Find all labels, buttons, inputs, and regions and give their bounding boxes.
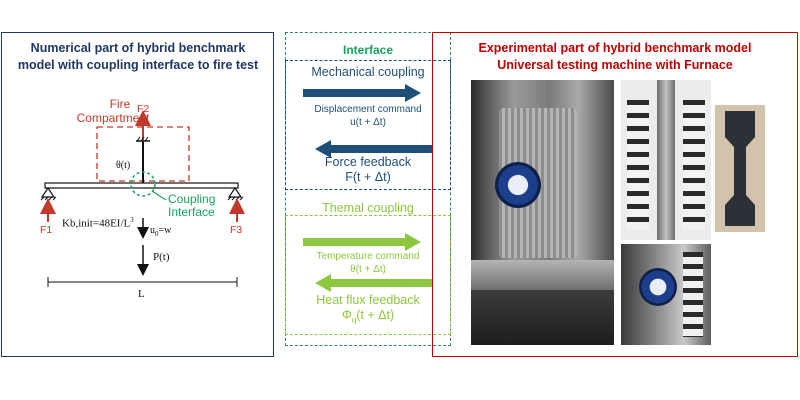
furnace-right-wall xyxy=(683,100,705,230)
side-furnace-wall xyxy=(683,252,703,337)
coupling-interface-leader xyxy=(151,190,167,201)
heat-flux-text: Heat flux feedback xyxy=(316,293,420,307)
furnace-specimen-grip xyxy=(657,80,675,240)
left-support xyxy=(40,186,56,198)
numerical-panel xyxy=(1,32,274,357)
top-support-hatch xyxy=(136,136,149,142)
testing-machine-photo xyxy=(471,80,614,345)
coupling-interface-label: Coupling Interface xyxy=(168,193,215,219)
experimental-title-line1: Experimental part of hybrid benchmark mo… xyxy=(478,41,752,55)
mechanical-coupling-label: Mechanical coupling xyxy=(311,65,425,79)
heat-flux-value: Φq(t + Δt) xyxy=(285,308,451,328)
heat-flux-sub: q xyxy=(351,315,357,325)
force-value: F(t + Δt) xyxy=(345,170,391,184)
specimen-photo xyxy=(715,105,765,232)
dogbone-specimen xyxy=(725,111,755,226)
u0-text: u xyxy=(150,225,155,236)
thermal-box xyxy=(285,215,451,335)
machine-base xyxy=(471,290,614,345)
temperature-value: θ(t + Δt) xyxy=(350,264,386,275)
l-label: L xyxy=(138,288,145,300)
setup-side-photo xyxy=(621,244,711,345)
furnace-left-wall xyxy=(627,100,649,230)
heat-flux-arrow xyxy=(315,274,433,292)
right-support xyxy=(227,186,243,198)
heat-flux-symbol: Φ xyxy=(341,308,352,322)
displacement-value: u(t + Δt) xyxy=(350,117,386,128)
beam xyxy=(44,182,239,189)
force-feedback-text: Force feedback xyxy=(324,155,412,169)
coupling-label-line2: Interface xyxy=(168,205,215,219)
extensometer-disc xyxy=(495,162,541,208)
u0-sub: 0 xyxy=(155,230,159,238)
kb-text: Kb,init=48EI/L xyxy=(62,217,131,230)
temperature-command-label: Temperature command θ(t + Δt) xyxy=(285,250,451,276)
numerical-panel-title: Numerical part of hybrid benchmark model… xyxy=(4,40,272,74)
force-arrow xyxy=(315,140,433,158)
force-feedback-label: Force feedback F(t + Δt) xyxy=(285,155,451,185)
numerical-title-line1: Numerical part of hybrid benchmark xyxy=(30,41,246,55)
side-extensometer-disc xyxy=(639,268,677,306)
experimental-panel-title: Experimental part of hybrid benchmark mo… xyxy=(432,40,798,74)
furnace-interior-photo xyxy=(621,80,711,240)
heat-flux-label: Heat flux feedback Φq(t + Δt) xyxy=(285,293,451,328)
interface-title: Interface xyxy=(342,43,394,57)
kb-label: Kb,init=48EI/L3 xyxy=(62,216,134,230)
beam-diagram xyxy=(40,110,245,287)
numerical-title-line2: model with coupling interface to fire te… xyxy=(17,58,259,72)
experimental-title-line2: Universal testing machine with Furnace xyxy=(497,58,733,72)
p-label: P(t) xyxy=(153,251,170,263)
kb-sup: 3 xyxy=(130,216,134,224)
coupling-interface-circle xyxy=(130,171,156,197)
displacement-arrow xyxy=(303,84,421,102)
f2-label: F2 xyxy=(137,103,150,115)
u0-rest: =w xyxy=(158,225,172,236)
coupling-label-line1: Coupling xyxy=(168,192,216,206)
thermal-coupling-label: Themal coupling xyxy=(322,201,414,215)
u0-label: u0=w xyxy=(150,225,171,238)
fire-label-line2: Compartment xyxy=(76,111,150,125)
temperature-command-text: Temperature command xyxy=(316,251,420,262)
experimental-panel xyxy=(432,32,798,357)
fire-label-line1: Fire xyxy=(109,97,131,111)
theta-label: θ(t) xyxy=(116,160,131,171)
lower-crosshead xyxy=(471,260,614,290)
f3-label: F3 xyxy=(230,224,243,236)
displacement-command-text: Displacement command xyxy=(314,104,422,115)
fire-compartment-label: Fire Compartment xyxy=(77,97,150,125)
interface-arrows xyxy=(303,84,433,292)
heat-flux-rest: (t + Δt) xyxy=(356,308,395,322)
temperature-arrow xyxy=(303,233,421,251)
displacement-command-label: Displacement command u(t + Δt) xyxy=(285,103,451,129)
f1-label: F1 xyxy=(40,224,53,236)
mechanical-box xyxy=(285,60,451,190)
